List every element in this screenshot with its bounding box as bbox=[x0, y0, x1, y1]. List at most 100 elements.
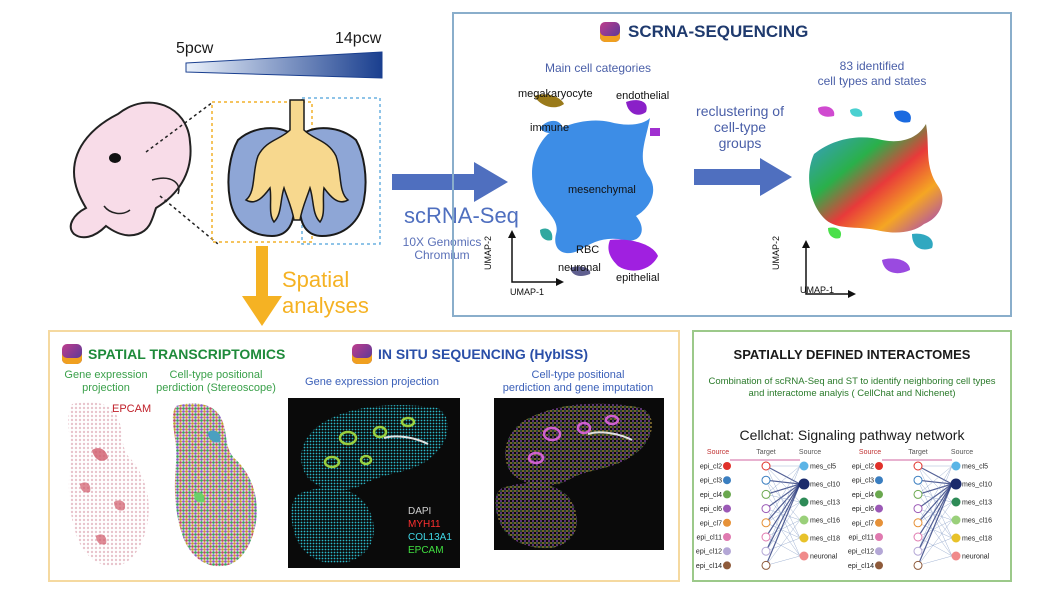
st-celltype-tissue bbox=[172, 403, 257, 567]
net-right-edge bbox=[917, 522, 953, 539]
net-right-right-node bbox=[950, 478, 962, 490]
net-left-target-node bbox=[761, 546, 771, 556]
spatial-panel bbox=[48, 330, 680, 582]
net-right-right-node bbox=[951, 497, 961, 507]
platform-line2: Chromium bbox=[414, 248, 470, 262]
timeline-wedge bbox=[185, 51, 383, 79]
net-left-right-node-label: mes_cl10 bbox=[810, 482, 840, 489]
net-right-source-node bbox=[875, 561, 883, 570]
net-right-left-node-label: epi_cl2 bbox=[852, 464, 874, 471]
net-right-edge bbox=[917, 483, 953, 510]
interactomes-desc-line2: and interactome analyis ( CellChat and N… bbox=[748, 388, 956, 399]
net-right-left-node-label: epi_cl12 bbox=[848, 549, 874, 556]
net-right-edge bbox=[917, 519, 953, 538]
cluster-label-epithelial: epithelial bbox=[616, 272, 660, 284]
st-logo-icon bbox=[62, 344, 82, 364]
net-left-target-node bbox=[761, 489, 771, 499]
net-right-left-node-label: epi_cl6 bbox=[852, 506, 874, 513]
interactomes-title: SPATIALLY DEFINED INTERACTOMES bbox=[733, 347, 971, 362]
net-left-edge bbox=[765, 483, 801, 552]
net-right-target-node bbox=[913, 532, 923, 542]
net-right-left-node-label: epi_cl3 bbox=[852, 478, 874, 485]
net-right-edge bbox=[917, 483, 953, 566]
net-right-edge bbox=[917, 465, 953, 495]
net-left-source-node bbox=[723, 462, 731, 470]
net-left-edge bbox=[765, 555, 801, 566]
iss-legend-col13a1: COL13A1 bbox=[408, 532, 452, 543]
net-right-source-node bbox=[875, 518, 883, 527]
iss-legend-dapi: DAPI bbox=[408, 506, 432, 517]
net-right-edge bbox=[917, 480, 953, 521]
net-left-edge bbox=[765, 494, 801, 539]
cluster-label-neuronal: neuronal bbox=[558, 262, 601, 274]
net-left-edge bbox=[765, 465, 801, 552]
net-left-edge bbox=[765, 501, 801, 524]
net-left-edge bbox=[765, 483, 801, 538]
iss-logo-icon bbox=[352, 344, 372, 364]
platform-line1: 10X Genomics bbox=[402, 235, 482, 249]
net-right-edge bbox=[917, 501, 953, 524]
net-right-target-node bbox=[913, 475, 923, 485]
net-right-right-node bbox=[951, 515, 961, 525]
net-right-edge bbox=[917, 483, 953, 552]
interactomes-desc-line1: Combination of scRNA-Seq and ST to ident… bbox=[708, 376, 996, 387]
scrna-method-label: scRNA-Seq bbox=[404, 203, 519, 228]
iss-celltype-image bbox=[494, 398, 664, 550]
net-left-source-node bbox=[723, 533, 731, 541]
timeline-end-label: 14pcw bbox=[335, 30, 382, 47]
net-right-target-node bbox=[913, 504, 923, 514]
net-right-target-node bbox=[913, 546, 923, 556]
net-right-right-node bbox=[951, 461, 961, 471]
st-gene-expression-tissue bbox=[68, 402, 149, 567]
net-left-left-node-label: epi_cl12 bbox=[696, 549, 722, 556]
st-gene-marker: EPCAM bbox=[112, 403, 152, 415]
net-right-edge bbox=[917, 465, 953, 552]
net-left-right-node-label: mes_cl16 bbox=[810, 518, 840, 525]
net-right-target-node bbox=[913, 560, 923, 570]
net-right-right-node-label: mes_cl16 bbox=[962, 518, 992, 525]
net-left-target-node bbox=[761, 518, 771, 528]
st-gene-expr-line1: Gene expression bbox=[64, 369, 148, 381]
net-right-edge bbox=[917, 483, 953, 524]
main-categories-label: Main cell categories bbox=[544, 61, 652, 75]
net-right-edge bbox=[917, 494, 953, 539]
net-right-source-node bbox=[875, 547, 883, 556]
net-right-source-node bbox=[875, 504, 883, 513]
net-left-edge bbox=[765, 522, 801, 539]
net-right-edge bbox=[917, 519, 953, 566]
cluster-label-megakaryocyte: megakaryocyte bbox=[518, 88, 593, 100]
net-left-edge bbox=[765, 483, 801, 524]
net-left-edge bbox=[765, 537, 801, 552]
logo-icon bbox=[600, 22, 620, 42]
st-celltype-line1: Cell-type positional bbox=[169, 369, 263, 381]
net-right-edge bbox=[917, 479, 953, 485]
net-left-edge bbox=[765, 483, 801, 566]
net-left-left-node-label: epi_cl6 bbox=[700, 506, 722, 513]
net-right-source-node bbox=[875, 462, 883, 470]
net-left-edge bbox=[765, 508, 801, 521]
net-right-source-node bbox=[875, 476, 883, 485]
recluster-line2: cell-type bbox=[713, 119, 767, 135]
scrna-panel bbox=[452, 12, 1012, 317]
net-left-target-label: Target bbox=[756, 449, 776, 456]
net-right-left-node-label: epi_cl11 bbox=[848, 535, 874, 542]
iss-legend-myh11: MYH11 bbox=[408, 519, 441, 530]
umap1-y-label: UMAP-2 bbox=[483, 235, 493, 270]
net-right-right-node-label: neuronal bbox=[962, 554, 990, 561]
umap1-x-label: UMAP-1 bbox=[510, 287, 545, 297]
net-right-right-node-label: mes_cl10 bbox=[962, 482, 992, 489]
net-left-left-node-label: epi_cl2 bbox=[700, 464, 722, 471]
cluster-label-immune: immune bbox=[530, 122, 570, 134]
net-right-source-node bbox=[875, 533, 883, 541]
net-left-left-node-label: epi_cl4 bbox=[700, 492, 722, 499]
timeline-start-label: 5pcw bbox=[176, 40, 214, 57]
net-right-target-node bbox=[913, 489, 923, 499]
umap-identified-cell-types bbox=[802, 106, 943, 298]
net-left-edge bbox=[765, 519, 801, 566]
net-right-right-node bbox=[951, 533, 961, 543]
net-right-edge bbox=[917, 508, 953, 521]
net-left-edge bbox=[765, 501, 801, 552]
net-right-right-node-label: mes_cl5 bbox=[962, 464, 988, 471]
